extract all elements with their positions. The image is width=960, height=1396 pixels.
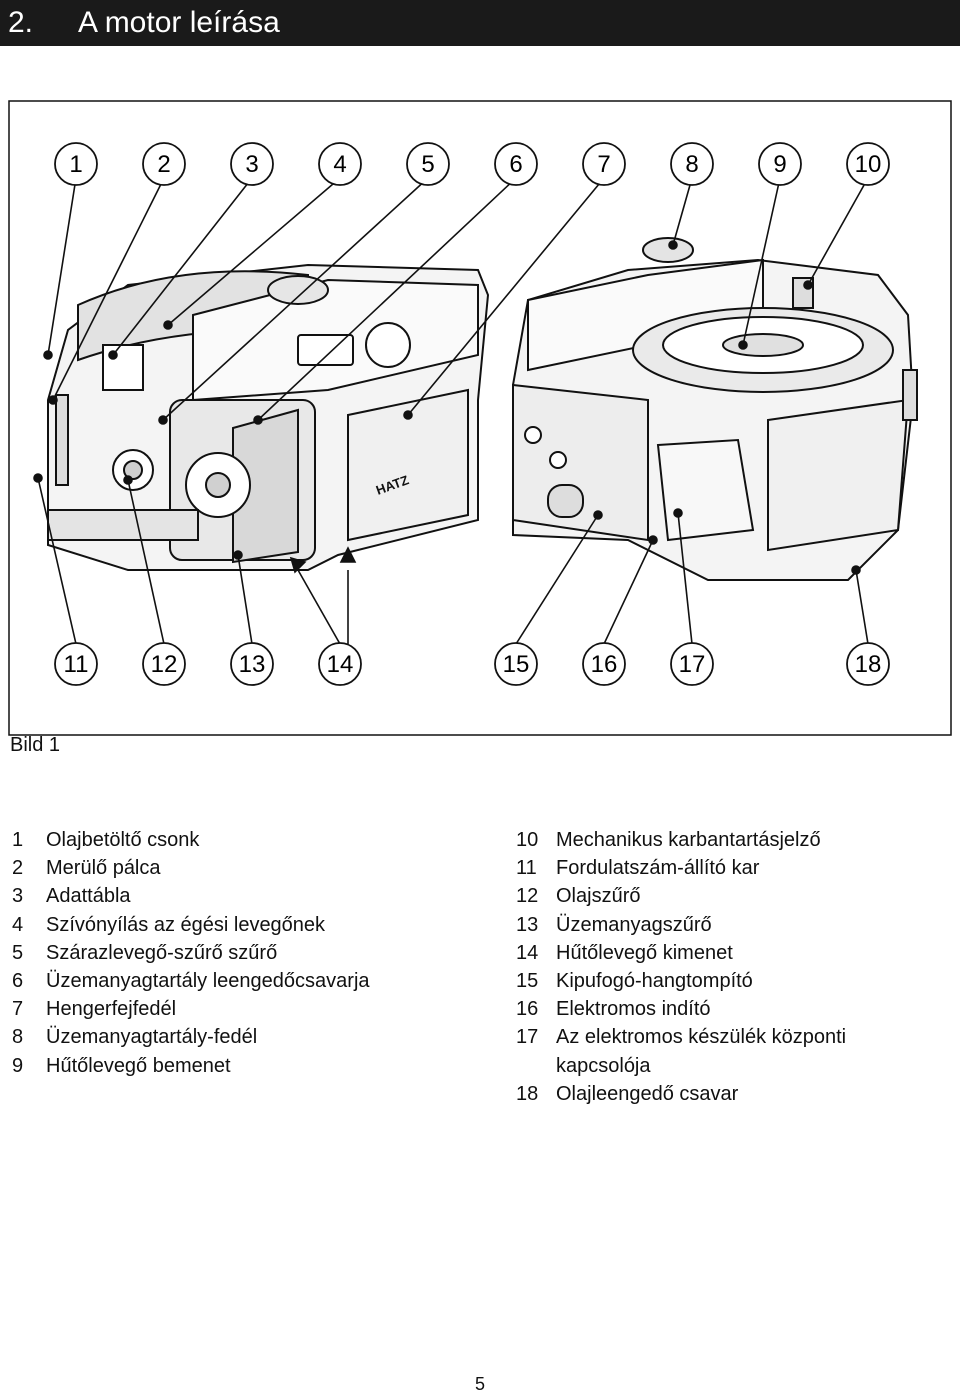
svg-text:14: 14 [327,651,354,678]
svg-text:18: 18 [855,651,882,678]
callout-17: 17 [670,642,714,686]
engine-figure: HATZ [8,100,952,736]
legend-item: kapcsolója [556,1054,651,1077]
section-number: 2. [8,6,34,39]
callout-14: 14 [318,642,362,686]
figure-caption: Bild 1 [10,734,61,756]
callout-5: 5 [406,142,450,186]
svg-text:9: 9 [773,151,786,178]
page-number: 5 [474,1374,485,1394]
callout-18: 18 [846,642,890,686]
leader-lines [33,177,869,645]
callout-2: 2 [142,142,186,186]
callout-12: 12 [142,642,186,686]
left-engine-drawing: HATZ [47,263,490,571]
section-title: A motor leírása [78,6,280,39]
callout-13: 13 [230,642,274,686]
callout-8: 8 [670,142,714,186]
svg-text:8: 8 [685,151,698,178]
svg-text:1: 1 [69,151,82,178]
callout-16: 16 [582,642,626,686]
svg-text:17: 17 [679,651,706,678]
svg-text:13: 13 [239,651,266,678]
figure-frame [8,100,952,736]
section-header: 2. A motor leírása [0,0,960,46]
callout-11: 11 [54,642,98,686]
callout-6: 6 [494,142,538,186]
callout-15: 15 [494,642,538,686]
svg-text:10: 10 [855,151,882,178]
svg-text:4: 4 [333,151,346,178]
svg-text:15: 15 [503,651,530,678]
callout-7: 7 [582,142,626,186]
callout-4: 4 [318,142,362,186]
callout-10: 10 [846,142,890,186]
svg-text:2: 2 [157,151,170,178]
callout-9: 9 [758,142,802,186]
svg-text:11: 11 [64,651,89,678]
callout-1: 1 [54,142,98,186]
engine-illustration: HATZ [8,100,952,736]
svg-text:5: 5 [421,151,434,178]
callout-3: 3 [230,142,274,186]
svg-text:16: 16 [591,651,618,678]
svg-text:12: 12 [151,651,178,678]
right-engine-drawing [512,237,918,581]
svg-text:7: 7 [597,151,610,178]
svg-text:6: 6 [509,151,522,178]
svg-text:3: 3 [245,151,258,178]
